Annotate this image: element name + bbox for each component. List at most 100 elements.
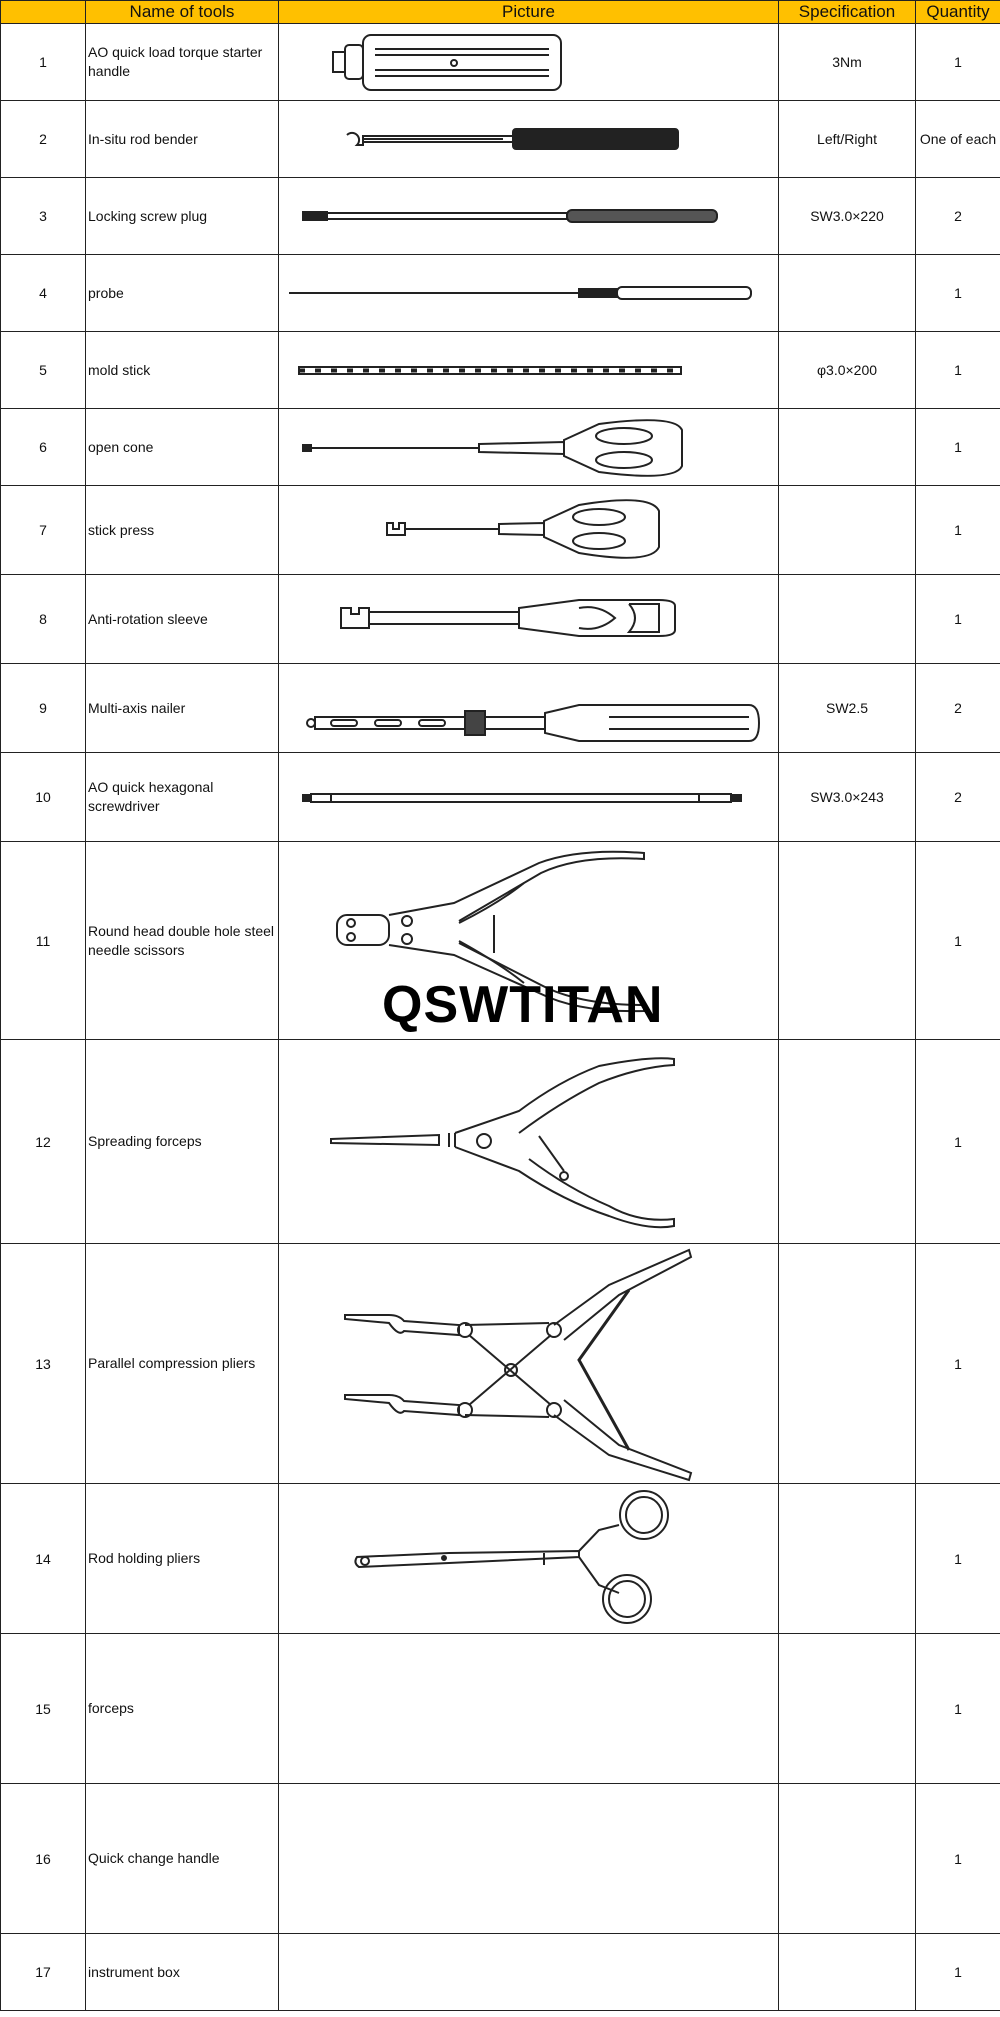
mold-stick-icon	[298, 365, 682, 375]
tool-picture	[278, 1483, 779, 1634]
tool-picture	[278, 574, 779, 664]
tool-picture	[278, 254, 779, 332]
header-number	[0, 0, 86, 24]
tool-qty: 1	[915, 1633, 1000, 1784]
tool-qty: 1	[915, 23, 1000, 101]
tool-spec: SW3.0×220	[778, 177, 916, 255]
anti-rotation-sleeve-icon	[340, 598, 676, 637]
tool-qty: 1	[915, 1933, 1000, 2011]
tool-spec	[778, 1039, 916, 1244]
tool-spec: 3Nm	[778, 23, 916, 101]
header-name: Name of tools	[85, 0, 279, 24]
probe-icon	[289, 285, 752, 300]
rod-holding-pliers-icon	[354, 1489, 669, 1624]
tool-qty: 1	[915, 1483, 1000, 1634]
header-qty: Quantity	[915, 0, 1000, 24]
spreading-forceps-icon	[330, 1056, 675, 1228]
needle-scissors-icon	[336, 850, 645, 1012]
table-row: 12 Spreading forceps 1	[0, 1039, 1000, 1244]
tool-name: Spreading forceps	[85, 1039, 279, 1244]
tool-picture	[278, 1243, 779, 1484]
header-picture: Picture	[278, 0, 779, 24]
table-row: 5 mold stick φ3.0×200 1	[0, 331, 1000, 409]
tool-name: forceps	[85, 1633, 279, 1784]
row-number: 12	[0, 1039, 86, 1244]
table-row: 8 Anti-rotation sleeve 1	[0, 574, 1000, 664]
tool-picture	[278, 177, 779, 255]
row-number: 2	[0, 100, 86, 178]
tool-qty: 1	[915, 254, 1000, 332]
row-number: 1	[0, 23, 86, 101]
tool-name: Round head double hole steel needle scis…	[85, 841, 279, 1040]
screw-plug-icon	[302, 208, 718, 223]
tool-qty: 2	[915, 663, 1000, 753]
tool-picture	[278, 663, 779, 753]
tool-name: stick press	[85, 485, 279, 575]
watermark: QSWTITAN	[382, 976, 664, 1034]
tool-name: mold stick	[85, 331, 279, 409]
table-row: 17 instrument box 1	[0, 1933, 1000, 2011]
tool-name: In-situ rod bender	[85, 100, 279, 178]
tool-name: Rod holding pliers	[85, 1483, 279, 1634]
tool-name: probe	[85, 254, 279, 332]
table-row: 9 Multi-axis nailer SW2.5 2	[0, 663, 1000, 753]
torque-handle-icon	[332, 33, 562, 91]
tool-picture	[278, 485, 779, 575]
tool-spec: φ3.0×200	[778, 331, 916, 409]
tool-name: Parallel compression pliers	[85, 1243, 279, 1484]
table-row: 7 stick press 1	[0, 485, 1000, 575]
tool-picture	[278, 1783, 779, 1934]
header-spec: Specification	[778, 0, 916, 24]
tool-picture	[278, 1633, 779, 1784]
row-number: 9	[0, 663, 86, 753]
row-number: 3	[0, 177, 86, 255]
table-row: 6 open cone 1	[0, 408, 1000, 486]
tool-qty: 1	[915, 1243, 1000, 1484]
tool-picture	[278, 1933, 779, 2011]
multi-axis-nailer-icon	[306, 703, 761, 742]
open-cone-icon	[302, 418, 683, 477]
tool-name: AO quick load torque starter handle	[85, 23, 279, 101]
tool-name: Multi-axis nailer	[85, 663, 279, 753]
tool-spec: SW3.0×243	[778, 752, 916, 842]
tool-spec	[778, 1243, 916, 1484]
tool-picture	[278, 841, 779, 1040]
row-number: 14	[0, 1483, 86, 1634]
row-number: 15	[0, 1633, 86, 1784]
tool-qty: 1	[915, 841, 1000, 1040]
row-number: 8	[0, 574, 86, 664]
tool-name: open cone	[85, 408, 279, 486]
tool-spec	[778, 1933, 916, 2011]
tool-spec	[778, 485, 916, 575]
tool-name: AO quick hexagonal screwdriver	[85, 752, 279, 842]
tool-name: Locking screw plug	[85, 177, 279, 255]
tool-name: Anti-rotation sleeve	[85, 574, 279, 664]
tool-spec	[778, 1633, 916, 1784]
row-number: 4	[0, 254, 86, 332]
tool-qty: 1	[915, 574, 1000, 664]
tool-qty: 2	[915, 752, 1000, 842]
tool-spec: Left/Right	[778, 100, 916, 178]
table-row: 4 probe 1	[0, 254, 1000, 332]
table-row: 14 Rod holding pliers 1	[0, 1483, 1000, 1634]
row-number: 5	[0, 331, 86, 409]
header-row: Name of tools Picture Specification Quan…	[0, 0, 1000, 24]
table-row: 3 Locking screw plug SW3.0×220 2	[0, 177, 1000, 255]
table-row: 16 Quick change handle 1	[0, 1783, 1000, 1934]
row-number: 16	[0, 1783, 86, 1934]
tool-qty: One of each	[915, 100, 1000, 178]
tool-picture	[278, 1039, 779, 1244]
row-number: 10	[0, 752, 86, 842]
table-row: 13 Parallel compression pliers 1	[0, 1243, 1000, 1484]
row-number: 7	[0, 485, 86, 575]
tool-picture	[278, 100, 779, 178]
table-row: 1 AO quick load torque starter handle 3N…	[0, 23, 1000, 101]
tool-spec	[778, 1783, 916, 1934]
tool-qty: 1	[915, 1783, 1000, 1934]
tool-spec	[778, 254, 916, 332]
tool-qty: 2	[915, 177, 1000, 255]
stick-press-icon	[386, 498, 660, 559]
tool-spec	[778, 408, 916, 486]
tool-picture	[278, 23, 779, 101]
